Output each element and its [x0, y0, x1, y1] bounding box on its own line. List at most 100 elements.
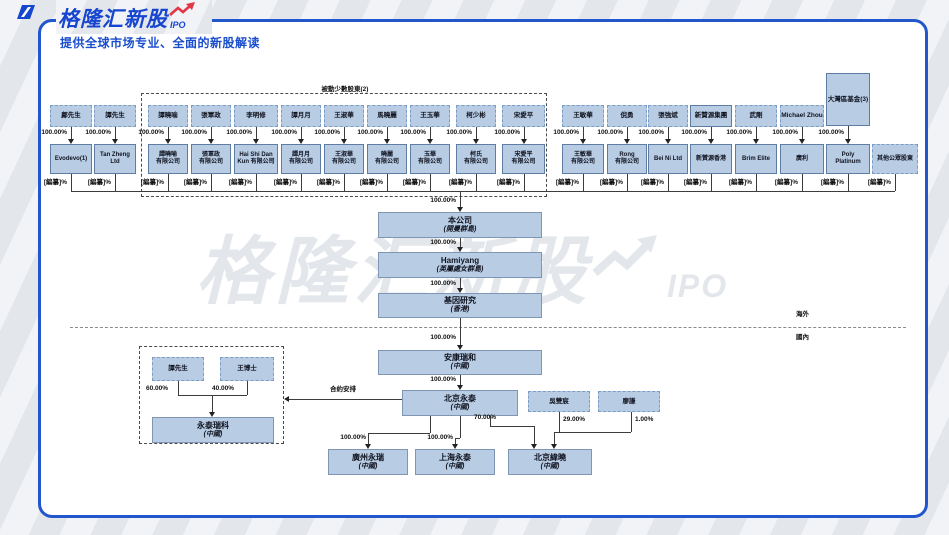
arrow-down-icon	[165, 139, 171, 144]
node-col19-company: 其他公眾股東	[872, 144, 918, 174]
node-beijing-yongtai-line2: (中國)	[450, 403, 470, 411]
col9-ownership-label: 100.00%	[400, 129, 426, 136]
node-col15-company-line1: 新贊源香港	[695, 155, 726, 162]
connector-line	[460, 318, 461, 345]
connector-line	[559, 412, 560, 432]
node-col6-company-line1: 譚月月	[291, 152, 310, 159]
connector-line	[534, 426, 535, 444]
connector-line	[756, 127, 757, 139]
col2-stake-label: [編纂]%	[87, 179, 111, 186]
group-vie-shareholders	[139, 346, 284, 444]
arrow-down-icon	[753, 139, 759, 144]
col2-ownership-label: 100.00%	[85, 129, 111, 136]
node-col9-person: 王玉華	[410, 105, 450, 127]
node-guangzhou-yongrui-line2: (中國)	[358, 462, 378, 470]
diagram-label: 100.00%	[430, 280, 456, 287]
node-col15-person-line1: 新贊源集團	[694, 112, 728, 120]
diagram-label: 海外	[796, 311, 809, 318]
node-col8-company-line2: 有限公司	[374, 159, 399, 165]
node-col4-person: 張軍政	[191, 105, 231, 127]
connector-line	[711, 174, 712, 191]
node-col15-company: 新贊源香港	[690, 144, 732, 174]
arrow-down-icon	[427, 139, 433, 144]
col12-stake-label: [編纂]%	[555, 179, 579, 186]
node-col17-person: Michael Zhou	[780, 105, 824, 127]
col3-ownership-label: 100.00%	[138, 129, 164, 136]
node-yongtai-ruike: 永泰瑞科(中國)	[152, 417, 274, 443]
node-mr-tan-vie-line1: 譚先生	[168, 365, 188, 373]
arrow-down-icon	[473, 139, 479, 144]
col12-ownership-label: 100.00%	[553, 129, 579, 136]
node-col8-person: 馬曉麗	[367, 105, 407, 127]
connector-line	[554, 432, 631, 433]
connector-line	[476, 127, 477, 139]
node-col19-company-line1: 其他公眾股東	[876, 155, 913, 162]
connector-line	[756, 174, 757, 191]
connector-line	[71, 191, 895, 192]
connector-line	[344, 127, 345, 139]
node-col7-company-line1: 王淑華	[334, 152, 353, 159]
connector-line	[256, 174, 257, 191]
col17-ownership-label: 100.00%	[772, 129, 798, 136]
node-col18-person-line1: 大灣區基金(3)	[827, 95, 869, 103]
arrow-down-icon	[665, 139, 671, 144]
node-col17-company: 廣利	[780, 144, 824, 174]
node-col11-company: 宋愛平有限公司	[502, 144, 545, 174]
node-col6-person: 譚月月	[281, 105, 321, 127]
arrow-down-icon	[521, 139, 527, 144]
node-col11-person-line1: 宋愛平	[513, 112, 534, 120]
node-col5-person: 李明修	[234, 105, 278, 127]
col10-ownership-label: 100.00%	[446, 129, 472, 136]
node-liao-qian-line1: 廖謙	[622, 397, 636, 405]
node-col14-person-line1: 張強斌	[658, 112, 678, 120]
node-col12-person-line1: 王敏華	[573, 112, 593, 120]
arrow-down-icon	[580, 139, 586, 144]
diagram-label: 100.00%	[430, 239, 456, 246]
col13-stake-label: [編纂]%	[599, 179, 623, 186]
connector-line	[848, 174, 849, 191]
node-col3-person: 譚曉喻	[148, 105, 188, 127]
node-col7-person: 王淑華	[324, 105, 364, 127]
diagram-label: 合約安排	[330, 386, 356, 393]
node-col17-company-line1: 廣利	[795, 155, 808, 162]
col17-stake-label: [編纂]%	[774, 179, 798, 186]
col7-ownership-label: 100.00%	[314, 129, 340, 136]
node-col16-company: Brim Elite	[735, 144, 777, 174]
node-col12-company-line1: 王敏華	[573, 152, 592, 159]
node-col3-person-line1: 譚曉喻	[158, 112, 178, 120]
node-col3-company: 譚曉喻有限公司	[148, 144, 188, 174]
connector-line	[583, 174, 584, 191]
node-col3-company-line2: 有限公司	[155, 159, 180, 165]
col6-stake-label: [編纂]%	[273, 179, 297, 186]
arrow-down-icon	[457, 345, 463, 350]
arrow-down-icon	[624, 139, 630, 144]
connector-line	[387, 127, 388, 139]
node-col10-company-line1: 柯氏	[469, 152, 482, 159]
col13-ownership-label: 100.00%	[597, 129, 623, 136]
connector-line	[289, 399, 402, 400]
node-col10-person: 柯少彬	[456, 105, 496, 127]
connector-line	[430, 416, 431, 433]
connector-line	[711, 127, 712, 139]
brand-logo-icon	[16, 4, 36, 20]
connector-line	[387, 174, 388, 191]
node-yongtai-ruike-line2: (中國)	[203, 430, 223, 438]
brand-ipo-text: IPO	[170, 20, 186, 30]
node-col1-company-line1: Evodevo(1)	[54, 155, 88, 162]
node-col15-person: 新贊源集團	[690, 105, 732, 127]
connector-line	[460, 191, 461, 207]
node-ankang-ruihe-line2: (中國)	[450, 363, 470, 371]
arrow-down-icon	[112, 139, 118, 144]
node-col1-person: 鄺先生	[50, 105, 92, 127]
arrow-down-icon	[457, 247, 463, 252]
node-wu-shuangchen: 吳雙宸	[528, 391, 590, 412]
node-hamiyang-line2: (英屬處女群島)	[436, 265, 484, 273]
node-col12-company-line2: 有限公司	[570, 159, 595, 165]
connector-line	[115, 127, 116, 139]
col19-stake-label: [編纂]%	[867, 179, 891, 186]
node-gene-research-hk-line2: (香港)	[450, 306, 470, 314]
arrow-down-icon	[531, 444, 537, 449]
diagram-label: 100.00%	[430, 197, 456, 204]
node-beijing-weixiao: 北京緯曉(中國)	[508, 449, 592, 475]
